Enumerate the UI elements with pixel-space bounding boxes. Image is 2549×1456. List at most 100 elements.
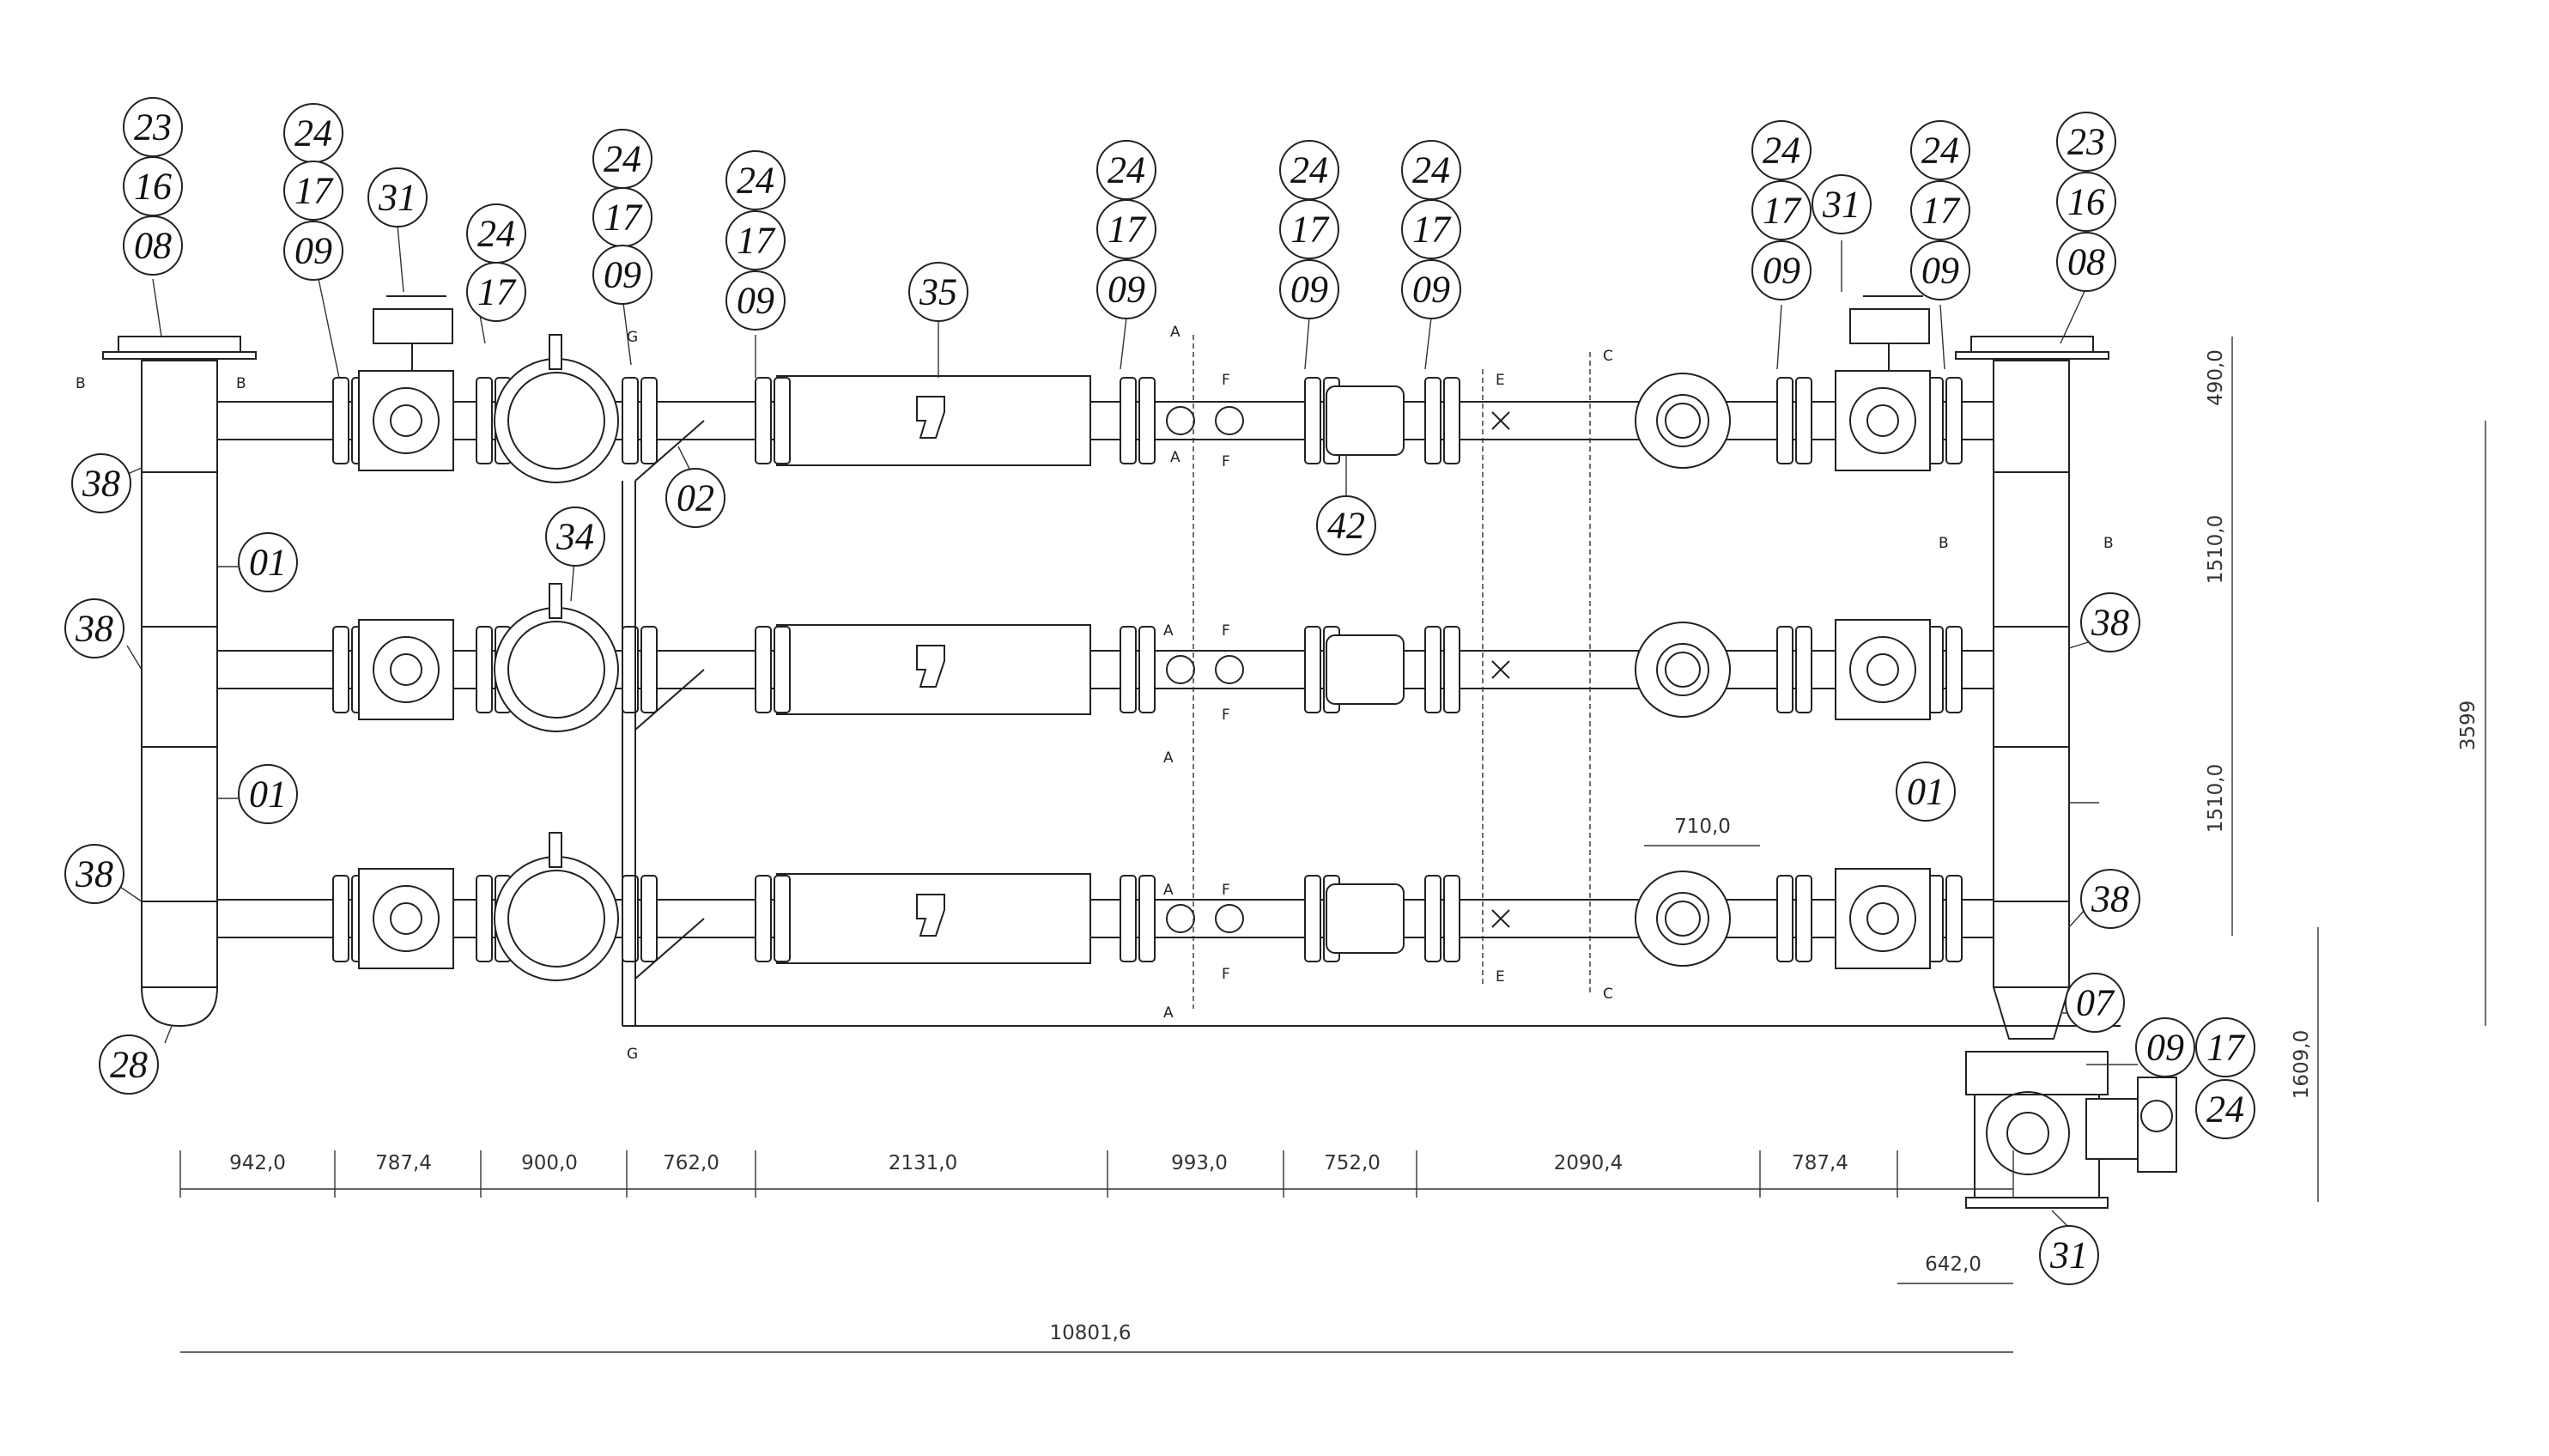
callout-number: 09 [604,254,641,296]
flange [1424,377,1441,464]
callout-c38e: 38 [2080,869,2140,929]
orifice-tap [1215,655,1244,684]
callout-c16R: 16 [2056,172,2116,232]
callout-circle [1812,174,1872,234]
callout-c38a: 38 [71,453,131,513]
flange [1795,377,1812,464]
section-mark-g-top: G [627,329,638,346]
spectacle-flange-bore [1656,394,1709,447]
section-mark-f-3: F [1222,622,1230,640]
spectacle-flange-inner [1665,652,1701,688]
callout-number: 34 [555,516,594,558]
gate-valve-right-bonnet [1849,885,1916,952]
flange [1424,875,1441,962]
callout-c17g: 17 [1401,199,1461,259]
callout-circle [71,453,131,513]
callout-c38d: 38 [2080,592,2140,652]
flange [755,626,772,713]
callout-number: 01 [249,542,287,584]
callout-number: 17 [1108,209,1147,251]
callout-number: 16 [134,166,172,208]
callout-c23L: 23 [123,97,183,157]
dim-900: 900,0 [521,1152,578,1174]
callout-number: 09 [1290,269,1328,311]
callout-number: 38 [2091,602,2129,644]
callout-number: 09 [1108,269,1145,311]
callout-number: 38 [75,853,113,895]
callout-circle [1096,199,1156,259]
flange [622,377,639,464]
check-valve [1326,385,1405,456]
strainer [494,358,619,483]
callout-number: 17 [1412,209,1452,251]
needle-valve [1491,909,1510,928]
spectacle-flange-inner [1665,403,1701,439]
callout-number: 38 [82,463,120,505]
callout-circle [1401,259,1461,319]
section-marks: B B B B A A A A A A F F F F F F E E C C … [76,324,2114,1063]
bottom-valve-assembly [1965,1051,2177,1209]
callout-circle [2056,172,2116,232]
callout-c09e: 09 [1096,259,1156,319]
callout-c02: 02 [665,468,725,528]
right-header [1955,336,2109,1040]
callout-number: 17 [294,170,334,212]
callout-number: 31 [2049,1235,2088,1277]
dimension-labels: 942,0 787,4 900,0 762,0 2131,0 993,0 752… [229,349,2479,1344]
callout-number: 01 [1907,771,1945,813]
gate-valve-right-bonnet [1849,636,1916,703]
callout-c17e: 17 [1096,199,1156,259]
callout-number: 23 [2067,121,2105,163]
callout-circle [1751,120,1812,180]
dim-1510a: 1510,0 [2205,515,2227,584]
callout-circle [592,245,652,305]
callout-number: 38 [75,608,113,650]
gate-valve-right-stem [1866,404,1899,437]
callout-c24i: 24 [1910,120,1970,180]
needle-valve [1491,411,1510,430]
callout-circle [64,844,124,904]
filter-bodies [776,375,1091,964]
callout-circle [2039,1225,2099,1285]
callout-number: 17 [1921,190,1961,232]
callout-circle [1096,259,1156,319]
callout-number: 17 [1290,209,1330,251]
callout-circle [123,215,183,276]
callout-c09c: 09 [592,245,652,305]
callout-c07: 07 [2065,973,2125,1033]
valve-actuator-left [373,308,453,344]
flange [774,626,791,713]
callout-number: 17 [1763,190,1802,232]
left-header [102,336,257,1028]
dim-1510b: 1510,0 [2205,764,2227,833]
callout-c17j: 17 [2195,1017,2255,1077]
flange [1945,626,1963,713]
callout-c31j: 31 [2039,1225,2099,1285]
section-mark-a-mid: A [1163,622,1174,640]
flange [476,626,493,713]
callout-c09a: 09 [283,221,343,281]
flange [1138,377,1156,464]
callout-number: 24 [1108,149,1145,191]
strainer-cover [507,621,605,719]
flange [1138,626,1156,713]
callout-circle [1910,180,1970,240]
callout-c38b: 38 [64,598,124,658]
dim-762: 762,0 [663,1152,719,1174]
flange [1776,626,1793,713]
orifice-tap [1215,406,1244,435]
callout-number: 09 [737,280,774,322]
strainer-handle [549,583,562,619]
callout-c01a: 01 [238,532,298,592]
gate-valve-right-bonnet [1849,387,1916,454]
callout-c17i: 17 [1910,180,1970,240]
callout-circle [2065,973,2125,1033]
callout-c17f: 17 [1279,199,1339,259]
check-valve [1326,883,1405,954]
section-mark-c-top: C [1603,348,1613,365]
dim-942: 942,0 [229,1152,286,1174]
callout-circle [1910,240,1970,300]
callout-circle [725,210,786,270]
callout-number: 35 [919,271,957,313]
